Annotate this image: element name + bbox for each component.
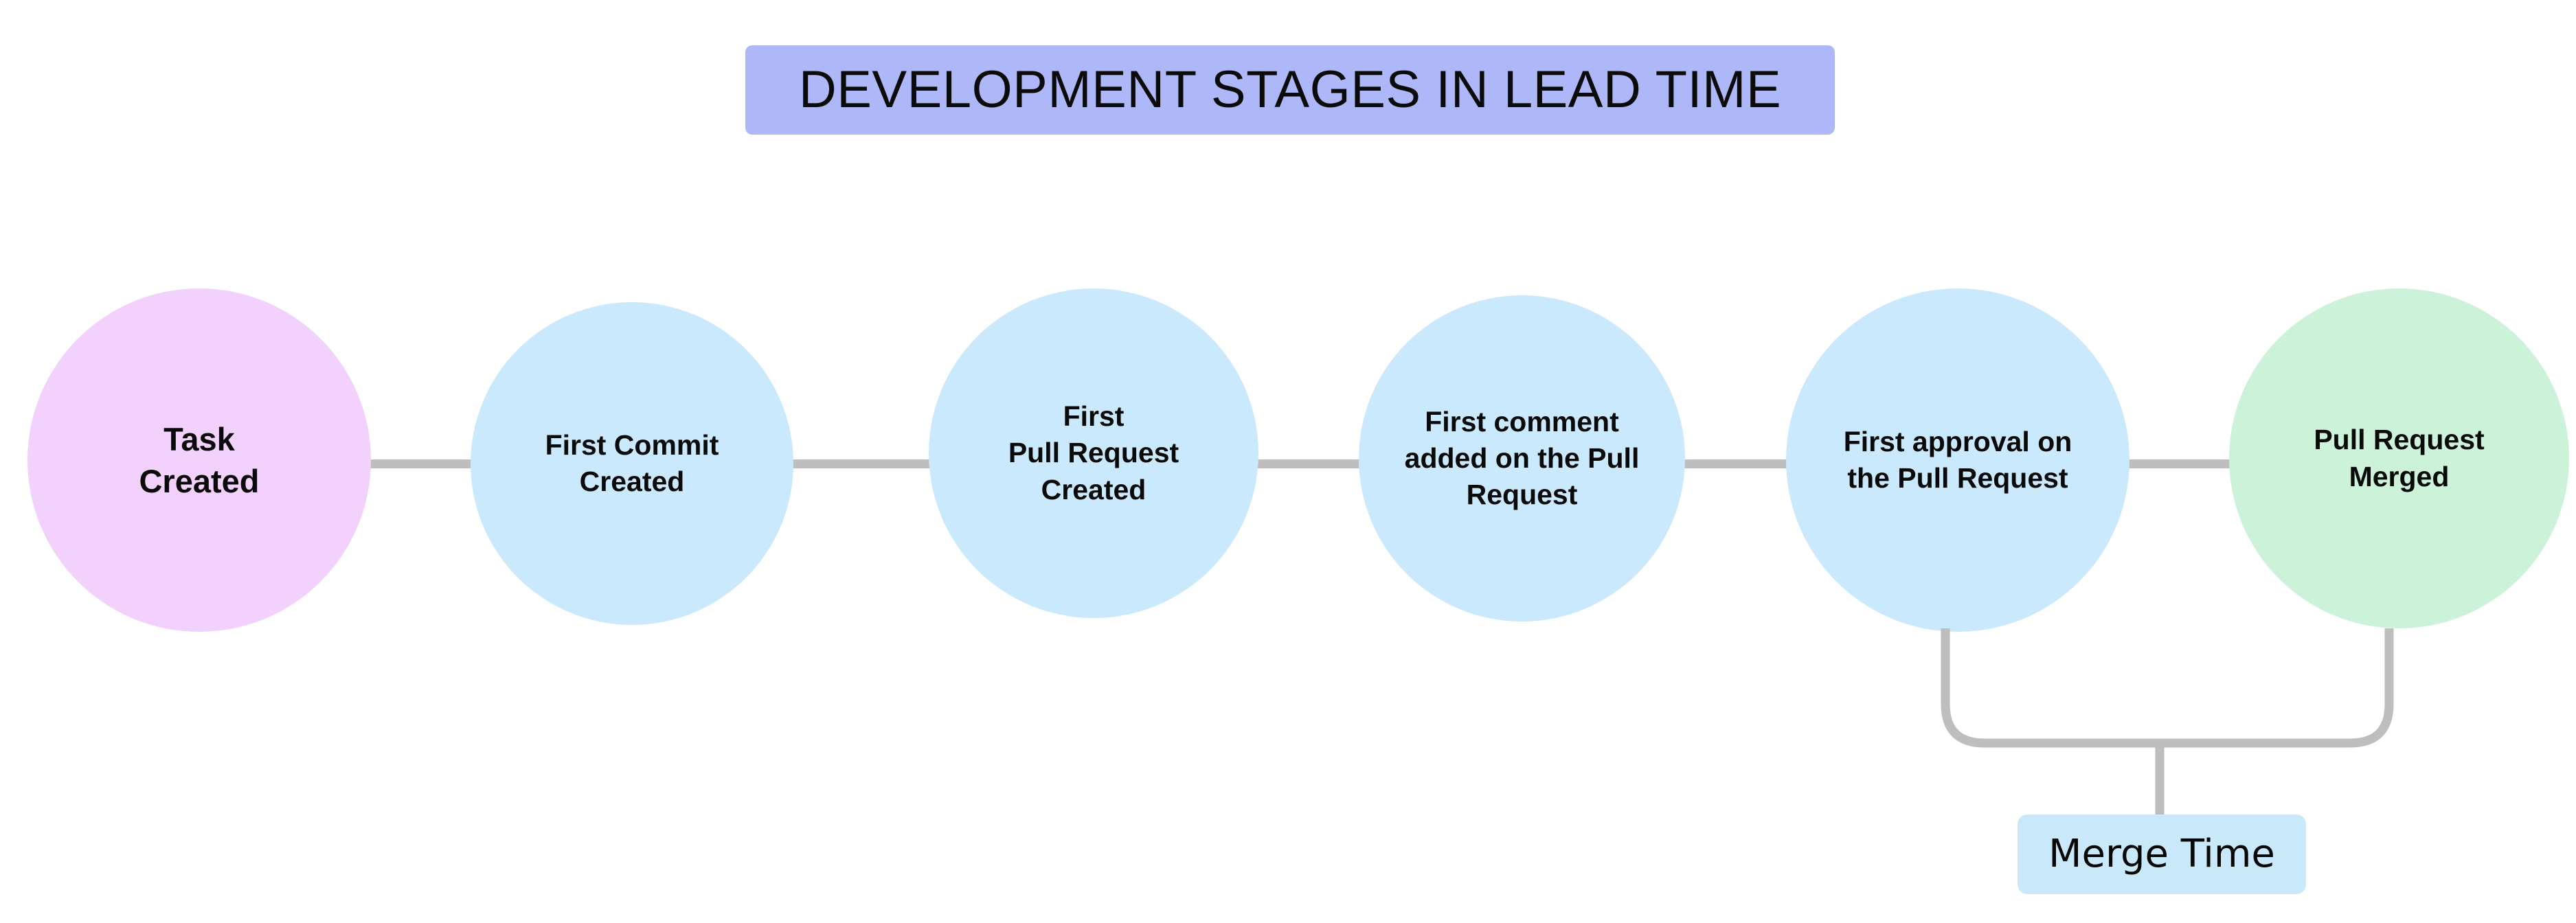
stage-node-first-comment-on-pull-request[interactable]: First comment added on the Pull Request — [1359, 295, 1685, 622]
stage-node-label: First approval on the Pull Request — [1843, 425, 2072, 494]
stage-node-label: Task Created — [139, 420, 260, 499]
stage-node-first-pull-request-created[interactable]: First Pull Request Created — [929, 288, 1258, 618]
connector-4-5 — [1682, 459, 1790, 468]
stage-node-label: First comment added on the Pull Request — [1404, 405, 1640, 511]
stage-node-label: Pull Request Merged — [2314, 424, 2485, 492]
connector-1-2 — [367, 459, 477, 468]
diagram-title-banner: DEVELOPMENT STAGES IN LEAD TIME — [745, 45, 1835, 135]
connector-2-3 — [790, 459, 934, 468]
stage-node-label: First Commit Created — [545, 429, 719, 497]
connector-5-6 — [2125, 459, 2233, 468]
connector-3-4 — [1254, 459, 1363, 468]
stage-node-first-commit-created[interactable]: First Commit Created — [471, 302, 793, 625]
page-title: DEVELOPMENT STAGES IN LEAD TIME — [798, 60, 1782, 119]
merge-time-label: Merge Time — [2048, 832, 2275, 876]
stage-node-first-approval-on-pull-request[interactable]: First approval on the Pull Request — [1786, 288, 2129, 632]
merge-time-label-box[interactable]: Merge Time — [2018, 814, 2306, 894]
stage-node-label: First Pull Request Created — [1008, 400, 1179, 505]
stage-node-task-created[interactable]: Task Created — [27, 288, 371, 632]
stage-node-pull-request-merged[interactable]: Pull Request Merged — [2229, 288, 2569, 628]
bracket-path — [1941, 628, 2394, 748]
